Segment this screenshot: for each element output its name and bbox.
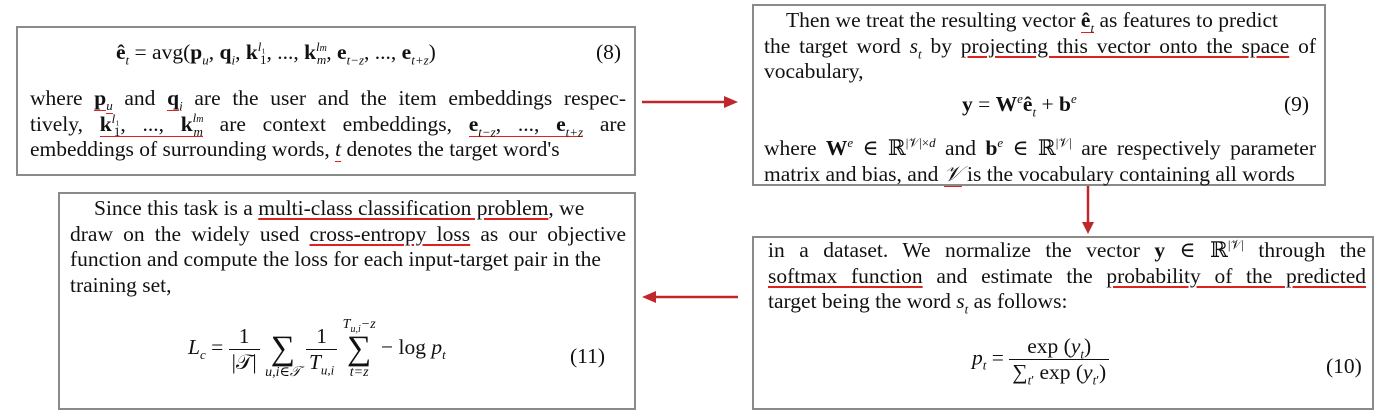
text-line: training set, <box>70 272 172 297</box>
text-line: in a dataset. We normalize the vector y … <box>768 236 1367 262</box>
text-line: where pu and qi are the user and the ite… <box>30 86 626 115</box>
text-line: embeddings of surrounding words, t denot… <box>30 137 560 162</box>
text-line: where We ∈ ℝ|𝒱|×d and be ∈ ℝ|𝒱| are resp… <box>764 134 1316 160</box>
text-line: matrix and bias, and 𝒱 is the vocabulary… <box>764 161 1295 187</box>
text-line: softmax function and estimate the probab… <box>768 263 1367 288</box>
paragraph-panel-eq8: êt = avg(pu, qi, kl₁1, ..., klmm, et−z, … <box>16 26 636 176</box>
arrow-left-icon <box>642 291 738 303</box>
text-line: the target word st by projecting this ve… <box>764 33 1317 61</box>
text-line: vocabulary, <box>764 59 864 83</box>
equation-number: (8) <box>596 40 622 64</box>
text-line: Then we treat the resulting vector êt as… <box>786 8 1278 36</box>
equation-number: (9) <box>1284 92 1310 116</box>
arrow-right-icon <box>642 96 738 108</box>
text-line: Since this task is a multi-class classif… <box>94 196 585 220</box>
text-line: tively, kl₁1, ..., klmm are context embe… <box>30 110 627 139</box>
equation-10: pt = exp (yt)∑t′ exp (yt′) <box>972 334 1110 386</box>
text-line: function and compute the loss for each i… <box>70 247 601 271</box>
text-line: draw on the widely used cross-entropy lo… <box>70 221 627 246</box>
paragraph-panel-eq9: Then we treat the resulting vector êt as… <box>752 4 1326 187</box>
text-line: target being the word st as follows: <box>768 289 1068 317</box>
equation-number: (11) <box>570 344 606 368</box>
equation-8: êt = avg(pu, qi, kl₁1, ..., klmm, et−z, … <box>116 38 436 68</box>
paragraph-panel-eq11: Since this task is a multi-class classif… <box>58 192 636 410</box>
arrow-down-icon <box>1082 186 1094 234</box>
equation-number: (10) <box>1326 354 1362 378</box>
equation-9: y = Weêt + be <box>962 90 1077 120</box>
paragraph-panel-eq10: in a dataset. We normalize the vector y … <box>752 236 1374 410</box>
